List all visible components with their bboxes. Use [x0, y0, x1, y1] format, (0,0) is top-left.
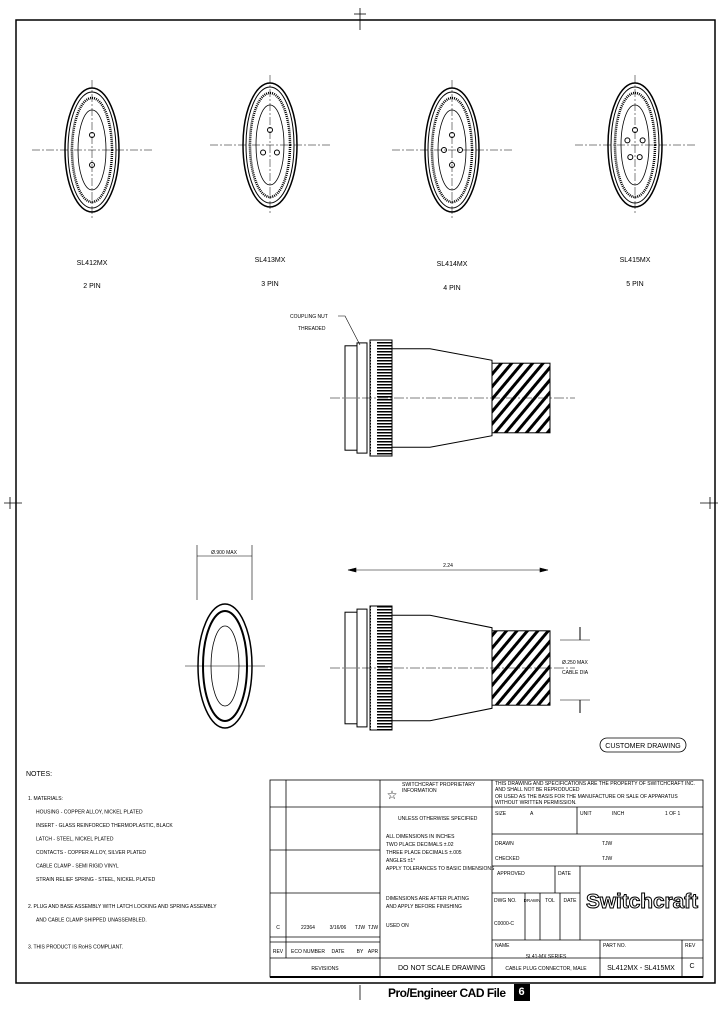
label: APPROVED — [497, 871, 525, 877]
view-pins-label: 4 PIN — [443, 285, 461, 292]
connector-side-view-top — [330, 339, 575, 457]
connector-end-view — [210, 75, 330, 215]
note-line: 3. THIS PRODUCT IS RoHS COMPLIANT. — [28, 945, 123, 951]
proprietary-warning: SWITCHCRAFT PROPRIETARY INFORMATION — [402, 782, 475, 794]
connector-end-view — [392, 80, 512, 220]
cable-label: Ø.250 MAX — [562, 660, 589, 666]
view-part-label: SL415MX — [620, 257, 651, 264]
finish-note: DIMENSIONS ARE AFTER PLATING — [386, 896, 469, 902]
length-label: 2.24 — [443, 563, 453, 569]
unless-specified: UNLESS OTHERWISE SPECIFIED — [398, 816, 478, 822]
view-labels: SL412MX 2 PIN SL413MX 3 PIN SL414MX 4 PI… — [77, 257, 651, 292]
star-icon: ☆ — [387, 788, 398, 802]
tolerance-line: THREE PLACE DECIMALS ±.005 — [386, 850, 462, 856]
unit-value: INCH — [612, 811, 625, 817]
cad-file-label: Pro/Engineer CAD File — [388, 985, 506, 1000]
thread-callout: THREADED — [298, 326, 326, 332]
view-part-label: SL414MX — [437, 261, 468, 268]
eco-value: 22364 — [301, 925, 315, 931]
drawn-value: TJW — [602, 841, 613, 847]
note-line: 2. PLUG AND BASE ASSEMBLY WITH LATCH LOC… — [28, 904, 217, 910]
label: REV — [685, 943, 696, 949]
title-block — [269, 779, 704, 978]
cad-version-badge: 6 — [513, 984, 530, 1001]
scale-note: DO NOT SCALE DRAWING — [398, 965, 486, 972]
note-line: AND CABLE CLAMP SHIPPED UNASSEMBLED. — [36, 918, 147, 924]
used-on-label: USED ON — [386, 923, 409, 929]
part-number: SL412MX - SL415MX — [607, 965, 675, 972]
length-dimension — [347, 567, 549, 573]
label: TOL — [545, 898, 555, 904]
label: DWG NO. — [494, 898, 517, 904]
connector-end-view-small — [185, 603, 265, 729]
date-header: DATE — [332, 949, 346, 955]
diameter-label: Ø.900 MAX — [211, 550, 238, 556]
apr-value: TJW — [368, 925, 379, 931]
by-value: TJW — [355, 925, 366, 931]
note-line: INSERT - GLASS REINFORCED THERMOPLASTIC,… — [36, 823, 173, 829]
note-line: 1. MATERIALS: — [28, 796, 63, 802]
tolerance-line: ANGLES ±1° — [386, 858, 415, 864]
label: DATE — [558, 871, 572, 877]
view-pins-label: 2 PIN — [83, 283, 101, 290]
customer-drawing-stamp — [599, 737, 687, 753]
note-line: HOUSING - COPPER ALLOY, NICKEL PLATED — [36, 810, 143, 816]
tolerance-line: APPLY TOLERANCES TO BASIC DIMENSIONS — [386, 866, 495, 872]
revisions-title: REVISIONS — [311, 966, 339, 972]
note-line: CONTACTS - COPPER ALLOY, SILVER PLATED — [36, 850, 146, 856]
date-value: 3/16/06 — [330, 925, 347, 931]
view-part-label: SL412MX — [77, 260, 108, 267]
tolerance-line: ALL DIMENSIONS IN INCHES — [386, 834, 455, 840]
finish-note: AND APPLY BEFORE FINISHING — [386, 904, 462, 910]
drawing-border — [15, 19, 716, 984]
apr-header: APR — [368, 949, 379, 955]
part-name: SL41-MX SERIES — [526, 954, 567, 960]
label: PART NO. — [603, 943, 626, 949]
connector-end-view — [575, 75, 695, 215]
dwg-number: C0000-C — [494, 921, 514, 927]
label: NAME — [495, 943, 510, 949]
rev-value: C — [276, 925, 280, 931]
cable-label: CABLE DIA — [562, 670, 589, 676]
label: CHECKED — [495, 856, 520, 862]
center-marks — [4, 8, 718, 1000]
label: SIZE — [495, 811, 507, 817]
connector-side-view-bottom — [330, 605, 575, 731]
by-header: BY — [357, 949, 364, 955]
cable-dimension — [560, 627, 590, 713]
customer-drawing-label: CUSTOMER DRAWING — [605, 743, 680, 750]
diameter-dimension — [196, 545, 253, 600]
thread-callout: COUPLING NUT — [290, 314, 328, 320]
note-line: STRAIN RELIEF SPRING - STEEL, NICKEL PLA… — [36, 877, 156, 883]
switchcraft-logo: Switchcraft — [586, 891, 698, 913]
eco-header: ECO NUMBER — [291, 949, 325, 955]
part-name: CABLE PLUG CONNECTOR, MALE — [505, 966, 587, 972]
label: DATE — [564, 898, 578, 904]
view-part-label: SL413MX — [255, 257, 286, 264]
disclaimer-line: OR USED AS THE BASIS FOR THE MANUFACTURE… — [495, 794, 678, 806]
notes-list: 1. MATERIALS: HOUSING - COPPER ALLOY, NIC… — [28, 796, 217, 951]
label: DRAWN — [495, 841, 514, 847]
note-line: LATCH - STEEL, NICKEL PLATED — [36, 837, 114, 843]
footer: Pro/Engineer CAD File 6 — [388, 984, 530, 1001]
size-value: A — [530, 811, 534, 817]
note-line: CABLE CLAMP - SEMI RIGID VINYL — [36, 864, 119, 870]
connector-end-views — [32, 75, 695, 729]
label: UNIT — [580, 811, 592, 817]
sheet-value: 1 OF 1 — [665, 811, 681, 817]
notes-title: NOTES: — [26, 771, 52, 778]
view-pins-label: 5 PIN — [626, 281, 644, 288]
disclaimer-line: THIS DRAWING AND SPECIFICATIONS ARE THE … — [495, 781, 695, 793]
connector-end-view — [32, 80, 152, 220]
label: DRAWN — [524, 898, 541, 903]
view-pins-label: 3 PIN — [261, 281, 279, 288]
rev-header: REV — [273, 949, 284, 955]
tolerance-line: TWO PLACE DECIMALS ±.02 — [386, 842, 454, 848]
rev-letter: C — [689, 963, 694, 970]
checked-value: TJW — [602, 856, 613, 862]
